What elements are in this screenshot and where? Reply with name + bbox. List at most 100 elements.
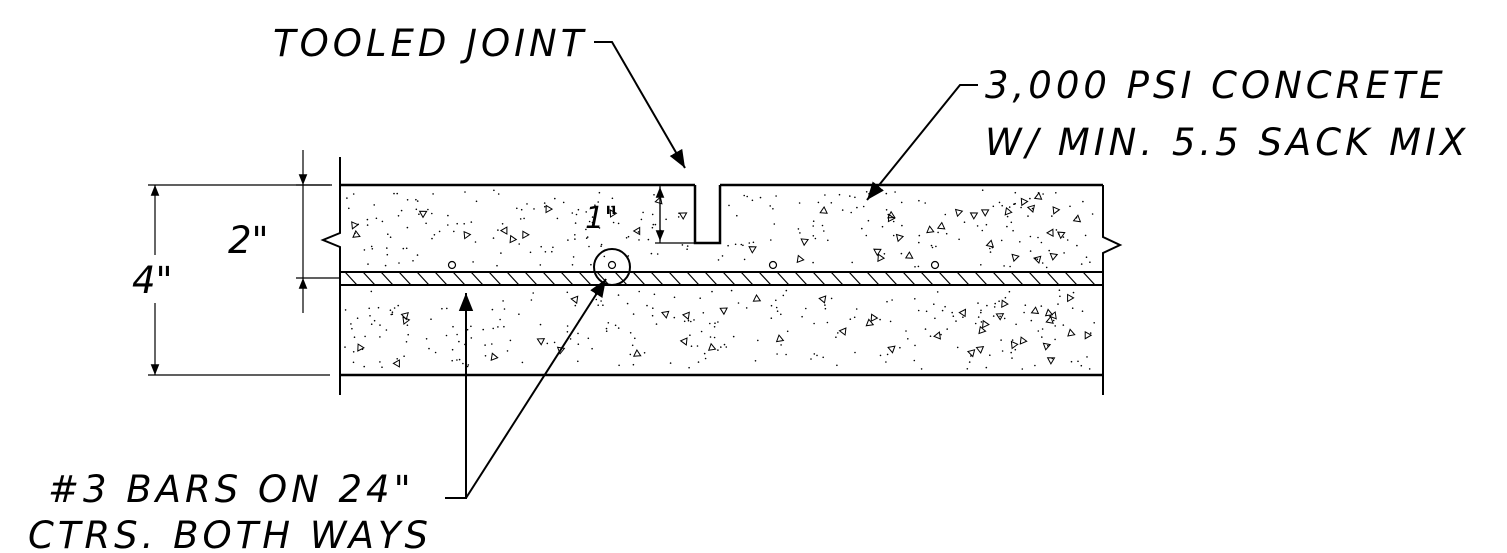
concrete-speck (352, 193, 355, 195)
rebar-hatch-stroke (578, 271, 592, 286)
concrete-speck (652, 223, 655, 226)
concrete-speck (370, 323, 373, 326)
concrete-speck (1063, 252, 1065, 254)
concrete-speck (492, 327, 495, 330)
concrete-speck (886, 353, 889, 356)
concrete-speck (1014, 191, 1017, 194)
concrete-speck (600, 300, 602, 302)
concrete-aggregate (545, 204, 554, 214)
concrete-speck (387, 233, 389, 235)
rebar-layer (340, 271, 1103, 286)
concrete-speck (617, 222, 620, 225)
concrete-speck (772, 208, 774, 210)
concrete-speck (816, 354, 818, 357)
concrete-speck (1082, 200, 1084, 203)
concrete-speck (687, 319, 690, 322)
concrete-speck (389, 236, 392, 238)
concrete-speck (1040, 241, 1043, 244)
concrete-speck (470, 337, 473, 339)
concrete-aggregate (966, 349, 976, 358)
concrete-aggregate (978, 325, 987, 335)
concrete-speck (640, 218, 643, 221)
dimension-1in: 1" (585, 185, 695, 244)
rebar-hatch-stroke (668, 271, 682, 286)
concrete-speck (585, 237, 588, 239)
concrete-speck (1040, 305, 1043, 307)
concrete-aggregate (752, 293, 762, 302)
concrete-speck (603, 255, 606, 258)
concrete-speck (688, 366, 690, 369)
concrete-speck (821, 224, 824, 227)
concrete-speck (827, 239, 829, 242)
concrete-speck (567, 239, 569, 241)
concrete-speck (438, 230, 441, 233)
concrete-aggregate (1030, 306, 1040, 315)
rebar-hatch-stroke (686, 271, 700, 286)
concrete-speck (566, 291, 569, 294)
concrete-speck (885, 361, 887, 363)
concrete-speck (861, 227, 863, 230)
concrete-speck (396, 358, 399, 360)
concrete-aggregate (818, 295, 827, 304)
concrete-aggregate (887, 345, 896, 354)
concrete-speck (952, 315, 955, 318)
concrete-speck (968, 361, 971, 363)
concrete-speck (854, 351, 856, 354)
concrete-speck (656, 253, 659, 255)
concrete-speck (1089, 332, 1092, 334)
concrete-speck (824, 304, 826, 306)
concrete-speck (597, 201, 599, 203)
concrete-speck (977, 302, 979, 304)
concrete-speck (786, 330, 789, 333)
concrete-speck (812, 220, 815, 222)
rebar-hatch-stroke (1046, 271, 1060, 286)
concrete-speck (900, 252, 903, 255)
concrete-speck (865, 234, 868, 237)
concrete-speck (529, 251, 532, 254)
concrete-speck (1088, 368, 1091, 370)
concrete-speck (402, 247, 405, 250)
concrete-aggregate (400, 312, 409, 321)
concrete-aggregate (975, 345, 985, 354)
rebar-hatch-stroke (740, 271, 754, 286)
concrete-speck (1037, 330, 1040, 332)
concrete-speck (918, 199, 920, 202)
concrete-aggregate (681, 311, 690, 321)
concrete-speck (892, 220, 895, 223)
concrete-speck (556, 217, 559, 220)
concrete-speck (751, 199, 754, 202)
concrete-speck (1003, 265, 1005, 267)
rebar-hatch-stroke (362, 271, 376, 286)
concrete-speck (1027, 215, 1029, 217)
concrete-speck (689, 334, 691, 337)
bars-label-line2: CTRS. BOTH WAYS (28, 514, 432, 553)
concrete-speck (463, 223, 466, 225)
concrete-aggregate (877, 253, 886, 263)
concrete-aggregate (954, 208, 964, 218)
concrete-speck (699, 297, 701, 300)
concrete-speck (520, 208, 523, 211)
concrete-aggregate (352, 229, 361, 238)
concrete-speck (944, 305, 946, 308)
concrete-speck (447, 214, 449, 217)
concrete-speck (503, 308, 506, 310)
concrete-aggregate (1049, 252, 1059, 261)
concrete-speck (386, 253, 389, 256)
concrete-speck (740, 243, 743, 246)
concrete-speck (1071, 307, 1074, 310)
concrete-speck (406, 226, 409, 229)
concrete-speck (474, 241, 477, 243)
concrete-speck (617, 294, 620, 296)
leader-tooled-joint: TOOLED JOINT (273, 22, 686, 169)
concrete-speck (379, 336, 381, 338)
concrete-speck (941, 309, 944, 312)
concrete-speck (430, 318, 432, 321)
concrete-aggregate (1045, 315, 1054, 324)
concrete-speck (748, 242, 751, 244)
concrete-speck (977, 316, 980, 318)
rebar-hatch-stroke (1010, 271, 1024, 286)
concrete-speck (396, 192, 399, 195)
concrete-speck (673, 316, 676, 319)
concrete-speck (963, 221, 966, 223)
slab-outline (320, 157, 1123, 395)
